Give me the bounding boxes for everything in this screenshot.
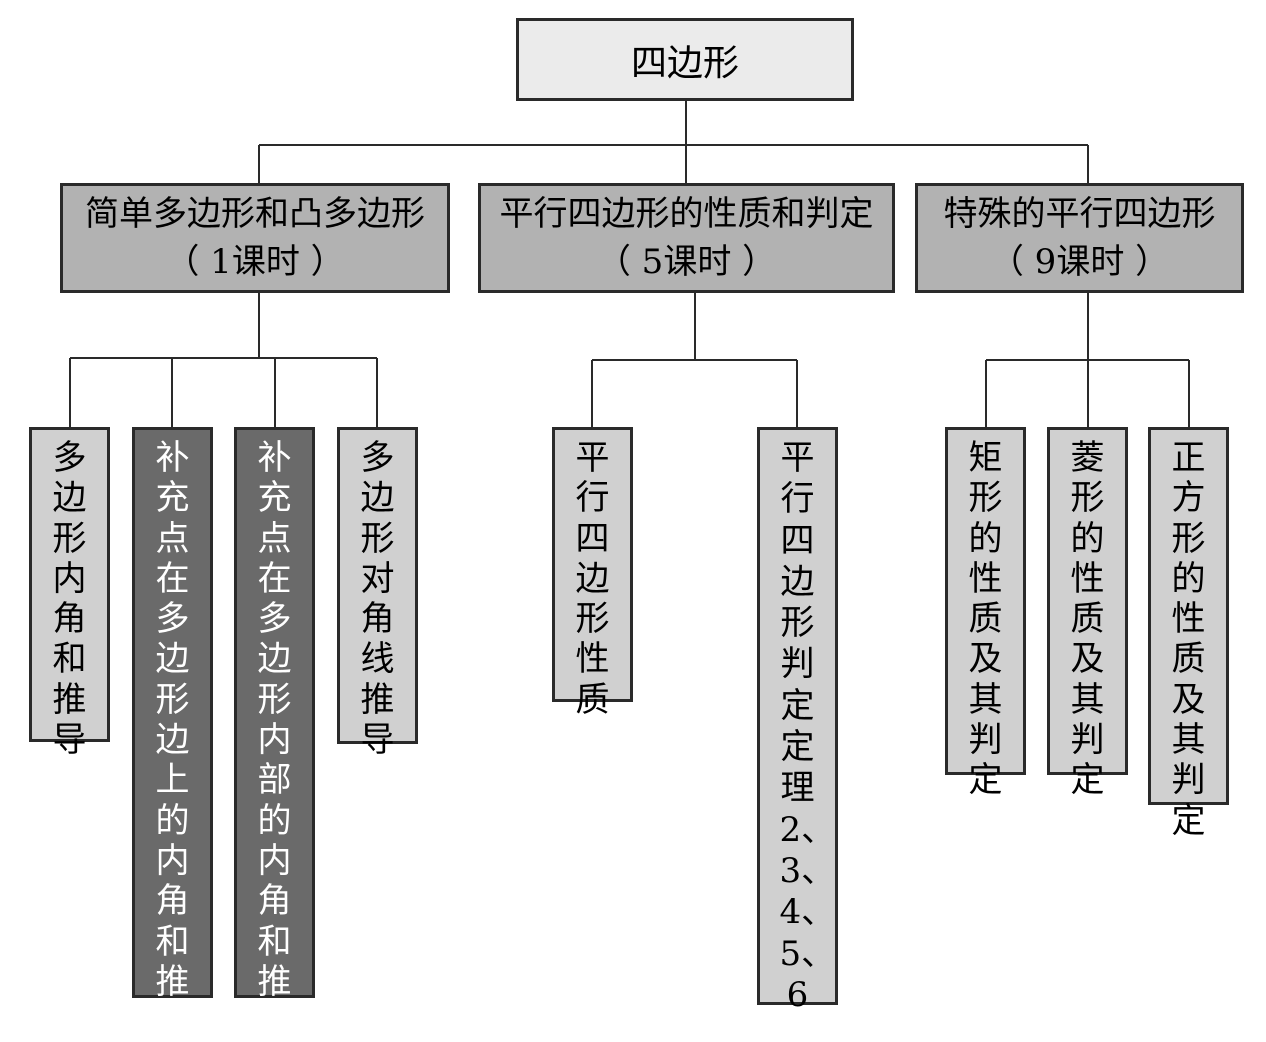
- leaf-label: 菱形的性质及其判定: [1070, 438, 1105, 801]
- leaf-node-point-on-edge: 补充点在多边形边上的内角和推导: [132, 427, 213, 1042]
- category-node-parallelogram: 平行四边形的性质和判定 （ 5课时 ）: [478, 183, 895, 293]
- leaf-node-square: 正方形的性质及其判定: [1148, 427, 1229, 841]
- leaf-label: 平行四边形性质: [575, 438, 610, 720]
- category-hours: （ 5课时 ）: [596, 242, 777, 282]
- knowledge-tree-diagram: 四边形 简单多边形和凸多边形 （ 1课时 ） 平行四边形的性质和判定 （ 5课时…: [29, 18, 1244, 1042]
- root-node: 四边形: [516, 18, 854, 101]
- category-title: 简单多边形和凸多边形: [85, 194, 425, 234]
- leaf-node-parallelogram-properties: 平行四边形性质: [552, 427, 633, 720]
- leaf-label: 正方形的性质及其判定: [1171, 438, 1206, 841]
- connector-lines: [69, 99, 1190, 427]
- leaf-label: 多边形对角线推导: [360, 438, 395, 761]
- leaf-label: 平行四边形判定定理2、3、4、5、6: [779, 438, 836, 1015]
- leaf-node-parallelogram-theorems: 平行四边形判定定理2、3、4、5、6: [757, 427, 838, 1015]
- leaf-node-diagonals: 多边形对角线推导: [337, 427, 418, 760]
- category-hours: （ 9课时 ）: [989, 242, 1170, 282]
- leaf-label: 矩形的性质及其判定: [968, 438, 1003, 801]
- category-hours: （ 1课时 ）: [165, 242, 345, 282]
- leaf-label: 补充点在多边形边上的内角和推导: [155, 438, 190, 1042]
- category-title: 平行四边形的性质和判定: [499, 194, 874, 234]
- category-node-special-parallelogram: 特殊的平行四边形 （ 9课时 ）: [915, 183, 1244, 293]
- root-label: 四边形: [630, 42, 739, 84]
- leaf-label: 补充点在多边形内部的内角和推导: [257, 438, 292, 1042]
- leaf-label: 多边形内角和推导: [52, 438, 87, 761]
- leaf-node-interior-angle-sum: 多边形内角和推导: [29, 427, 110, 760]
- category-title: 特殊的平行四边形: [943, 194, 1216, 234]
- leaf-node-point-inside: 补充点在多边形内部的内角和推导: [234, 427, 315, 1042]
- leaf-node-rhombus: 菱形的性质及其判定: [1047, 427, 1128, 800]
- category-node-simple-polygons: 简单多边形和凸多边形 （ 1课时 ）: [60, 183, 450, 293]
- leaf-node-rectangle: 矩形的性质及其判定: [945, 427, 1026, 800]
